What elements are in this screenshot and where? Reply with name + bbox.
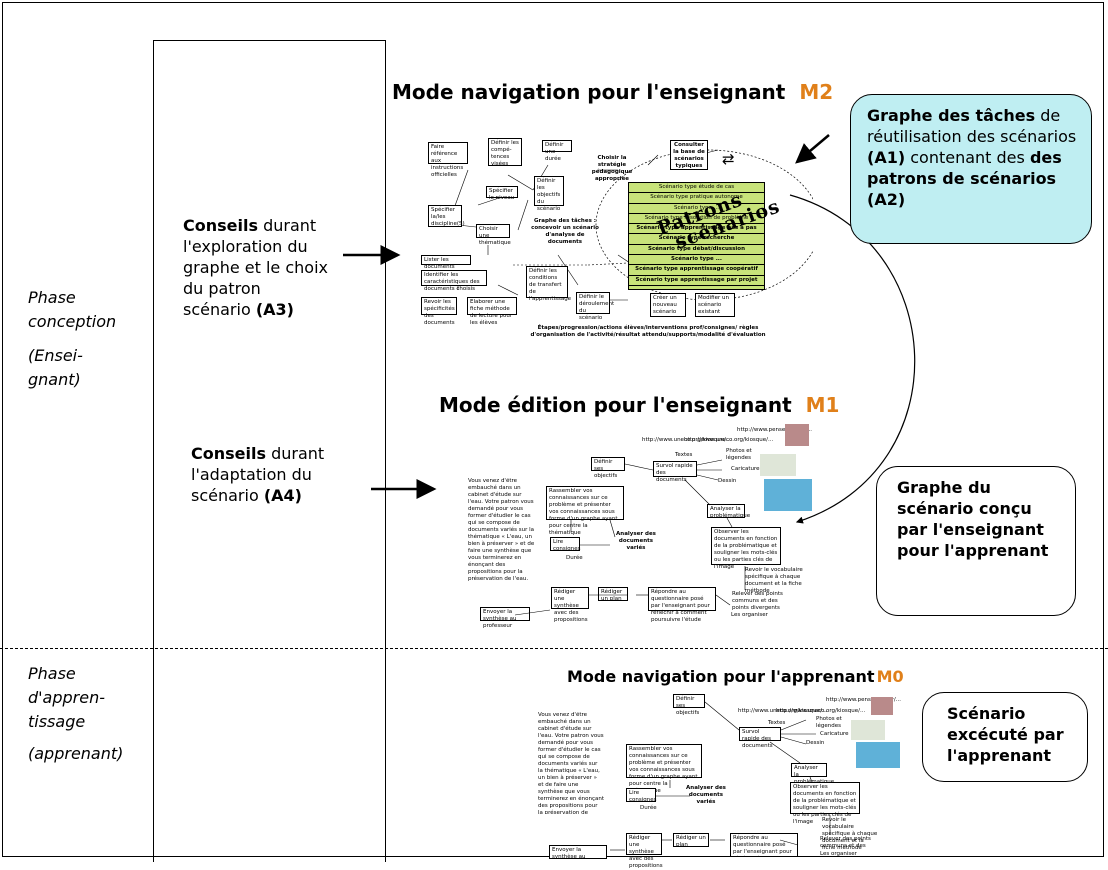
sg0-analyser: Analyser des documents variés <box>686 785 726 805</box>
sg0-rassembler: Rassembler vos connaissances sur ce prob… <box>626 744 702 794</box>
sg1-photo-image <box>785 424 809 446</box>
pattern-item: Scénario type débat/discussion <box>629 245 764 256</box>
sg1-observer: Observer les documents en fonction de la… <box>711 527 781 570</box>
sg1-survol: Survol rapide des documents <box>653 461 697 483</box>
tg-node-niveau: Spécifier le niveau <box>486 186 518 201</box>
sg1-envoyer: Envoyer la synthèse au professeur <box>480 607 530 629</box>
sg1-textes: Textes <box>675 452 693 458</box>
tg-node-creer: Créer un nouveau scénario <box>650 293 686 317</box>
pattern-item: Scénario type pratique autonome <box>629 193 764 204</box>
tg-node-duree: Définir une durée <box>542 140 572 162</box>
sg0-photo-image <box>871 697 893 715</box>
advice-a3: Conseils durant l'exploration du graphe … <box>183 216 328 319</box>
sg0-lire: Lire consignes <box>626 788 657 803</box>
sg1-dessin-image <box>764 479 812 511</box>
tg-node-competences: Définir les compé-tences visées <box>488 138 522 167</box>
tg-title: Graphe des tâches : concevoir un scénari… <box>531 218 599 245</box>
sg0-points: Relever des points communs et des points… <box>820 836 871 849</box>
sg1-points: Relever des points communs et des points… <box>732 591 783 611</box>
sg1-url-3: http://www.pensemble.fr/... <box>737 427 813 433</box>
sg1-caricature-image <box>760 454 796 476</box>
tg-node-fiche: Elaborer une fiche méthode de lecture po… <box>467 297 517 326</box>
callout-graphe-taches: Graphe des tâches de réutilisation des s… <box>850 94 1092 244</box>
sg0-questionnaire: Répondre au questionnaire posé par l'ens… <box>730 833 798 857</box>
sg0-photos: Photos et légendes <box>816 716 842 729</box>
reuse-icon: ⇄ <box>722 150 735 168</box>
sg0-observer: Observer les documents en fonction de la… <box>790 782 860 825</box>
sg0-vocabulaire: Revoir le vocabulaire spécifique à chaqu… <box>822 817 878 851</box>
tg-node-deroulement: Définir le déroulement du scénario <box>576 292 614 321</box>
tg-node-transfert: Définir les conditions de transfert de l… <box>526 266 571 302</box>
sg1-problematique: Analyser la problématique <box>707 504 750 519</box>
sg1-objectifs: Définir ses objectifs <box>591 457 625 479</box>
tg-node-revoir: Revoir les spécificités des documents <box>421 297 457 326</box>
tg-node-lister: Lister les documents associés <box>421 255 471 277</box>
sg1-caricature: Caricature <box>731 466 760 472</box>
tg-node-discipline: Spécifier la/les discipline(S) <box>428 205 465 227</box>
sg0-plan: Rédiger un plan <box>673 833 709 848</box>
arrow-a1 <box>795 134 830 164</box>
sg0-organiser: Les organiser <box>820 851 857 857</box>
sg0-survol: Survol rapide des documents <box>739 727 781 749</box>
sg1-organiser: Les organiser <box>731 612 768 618</box>
phase-apprentissage-label: Phase d'appren- tissage (apprenant) <box>28 664 124 763</box>
sg0-url-3: http://www.pensemble.fr/... <box>826 697 902 703</box>
pattern-item: Scénario type apprentissage pas à pas <box>629 224 764 235</box>
sg1-photos: Photos et légendes <box>726 448 752 461</box>
pattern-item: Scénario type apprentissage par projet <box>629 276 764 286</box>
phase-divider <box>0 648 1108 649</box>
pattern-item: Scénario type recherche <box>629 234 764 245</box>
sg0-caricature: Caricature <box>820 731 849 737</box>
sg1-vocabulaire: Revoir le vocabulaire spécifique à chaqu… <box>745 567 803 594</box>
sg1-dessin: Dessin <box>718 478 737 484</box>
arrow-pattern-to-scenario <box>789 194 916 524</box>
sg0-caricature-image <box>851 720 885 740</box>
tg-node-thematique: Choisir une thématique <box>476 224 511 246</box>
pattern-item: Scénario type étude de cas <box>629 183 764 194</box>
tg-node-strategie: Choisir la stratégie pédagogique appropr… <box>591 155 633 182</box>
sg0-edges <box>610 701 831 851</box>
sg0-dessin-image <box>856 742 900 768</box>
tg-footer: Étapes/progression/actions élèves/interv… <box>530 325 766 338</box>
sg1-intro: Vous venez d'être embauché dans un cabin… <box>468 478 535 582</box>
advice-a4: Conseils durant l'adaptation du scénario… <box>191 444 325 505</box>
sg1-questionnaire: Répondre au questionnaire posé par l'ens… <box>648 587 716 623</box>
sg0-envoyer: Envoyer la synthèse au professeur <box>549 845 607 859</box>
sg0-duree: Durée <box>640 805 657 811</box>
sg0-objectifs: Définir ses objectifs <box>673 694 705 716</box>
tg-node-objectifs: Définir les objectifs du scénario <box>534 176 564 212</box>
sg1-analyser: Analyser des documents variés <box>616 531 656 551</box>
pattern-item: Scénario type apprentissage coopératif <box>629 265 764 276</box>
sg1-rassembler: Rassembler vos connaissances sur ce prob… <box>546 486 624 536</box>
sg1-rediger-synthese: Rédiger une synthèse avec des propositio… <box>551 587 589 623</box>
sg0-intro: Vous venez d'être embauché dans un cabin… <box>538 712 604 814</box>
sg0-dessin: Dessin <box>806 740 825 746</box>
tg-node-modifier: Modifier un scénario existant <box>695 293 735 317</box>
tg-node-base: Consulter la base de scénarios typiques <box>670 140 708 170</box>
tg-node-caracteristiques: Identifier les caractéristiques des docu… <box>421 270 487 292</box>
pattern-item: Scénario type ... <box>629 255 764 266</box>
sg1-lire: Lire consignes <box>550 537 581 552</box>
callout-graphe-scenario: Graphe du scénario conçu par l'enseignan… <box>876 466 1076 616</box>
sg1-edges <box>514 459 746 616</box>
tg-node-references: Faire référence aux instructions officie… <box>428 142 468 178</box>
phase-conception-label: Phase conception (Ensei- gnant) <box>28 288 117 389</box>
pattern-item: Scénario type ... <box>629 204 764 214</box>
sg0-textes: Textes <box>768 720 786 726</box>
sg1-duree: Durée <box>566 555 583 561</box>
pattern-item: Scénario type résolution de problème <box>629 214 764 225</box>
sg1-plan: Rédiger un plan <box>598 587 628 602</box>
advice-column <box>153 40 386 862</box>
callout-scenario-execute: Scénario excécuté par l'apprenant <box>922 692 1088 782</box>
